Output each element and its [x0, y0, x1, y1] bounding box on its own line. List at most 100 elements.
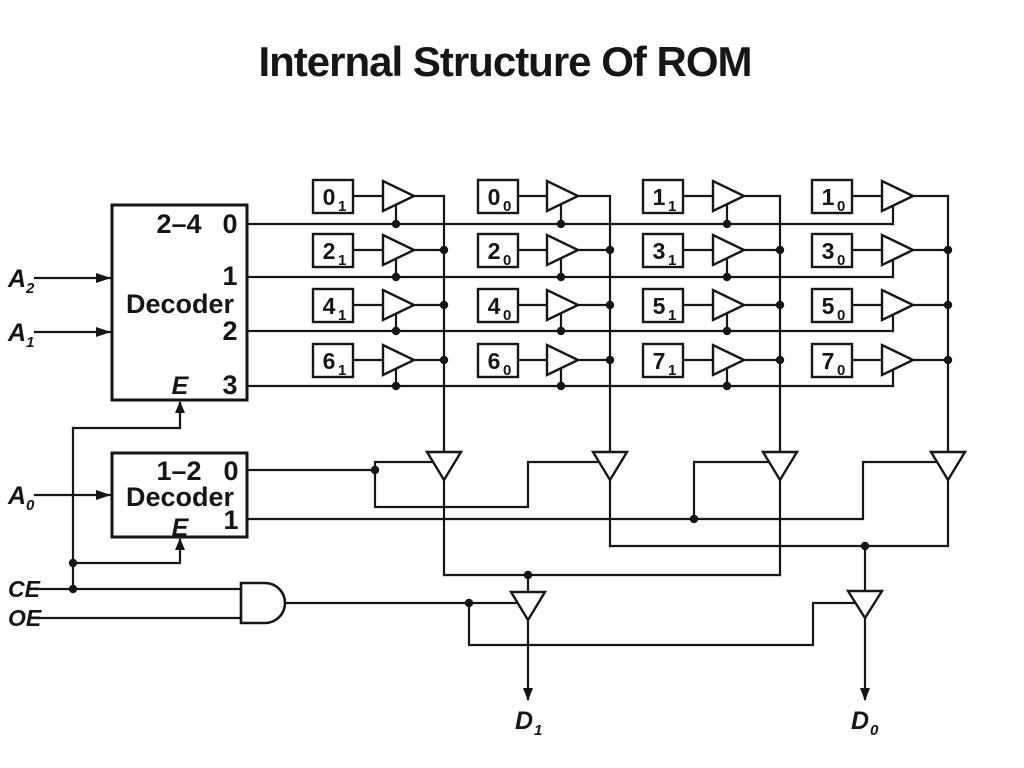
cell-buffer — [545, 233, 581, 267]
cell-buffer — [880, 179, 916, 213]
memory-cell-box — [641, 232, 685, 269]
memory-cell-box — [476, 287, 520, 324]
junction-dot — [556, 219, 566, 229]
cell-label: 1 — [653, 184, 666, 210]
bit-line-2 — [576, 194, 612, 454]
bit-line-3 — [742, 194, 782, 454]
enable24-arrowhead — [175, 401, 185, 413]
junction-dot — [775, 355, 785, 365]
junction-dot — [68, 558, 78, 568]
a2-label: A — [7, 265, 26, 293]
and-gate — [239, 581, 287, 625]
a1-label: A — [7, 319, 26, 347]
junction-dot — [605, 300, 615, 310]
cell-label: 4 — [488, 293, 501, 319]
decoder24-out3-label: 3 — [222, 370, 237, 400]
cell-buffer — [381, 179, 417, 213]
junction-dot — [523, 570, 533, 580]
cell-label-sub: 0 — [503, 252, 511, 269]
d0-label: D — [851, 707, 869, 735]
decoder12-out0-label: 0 — [223, 456, 238, 486]
junction-dot — [775, 300, 785, 310]
cell-buffer — [880, 343, 916, 377]
junction-dot — [689, 514, 699, 524]
junction-dot — [943, 355, 953, 365]
cell-label-sub: 0 — [503, 307, 511, 324]
enable12-arrowhead — [175, 538, 185, 550]
junction-dot — [605, 245, 615, 255]
junction-dot — [391, 326, 401, 336]
decoder12-name-label: Decoder — [126, 482, 235, 512]
and-output-branch — [467, 601, 867, 647]
cell-buffer — [381, 343, 417, 377]
decoder12-size-label: 1–2 — [156, 456, 201, 486]
a0-label: A — [7, 482, 26, 510]
memory-cell-box — [476, 232, 520, 269]
cell-label-sub: 1 — [668, 252, 676, 269]
junction-dot — [68, 584, 78, 594]
junction-dot — [391, 219, 401, 229]
junction-dot — [722, 381, 732, 391]
decoder12-out1-line — [245, 460, 950, 521]
junction-dot — [722, 326, 732, 336]
junction-dot — [391, 381, 401, 391]
cell-label: 0 — [323, 184, 336, 210]
cell-label: 6 — [488, 348, 501, 374]
memory-cell-box — [311, 178, 355, 215]
memory-cell-box — [476, 178, 520, 215]
cell-buffer — [711, 288, 747, 322]
decoder12-out0-to-sel2 — [373, 460, 612, 509]
junction-dot — [860, 541, 870, 551]
junction-dot — [439, 245, 449, 255]
column-select-buffer — [760, 450, 800, 483]
cell-label-sub: 0 — [503, 198, 511, 215]
cell-label: 2 — [488, 238, 501, 264]
junction-dot — [391, 272, 401, 282]
memory-cell-box — [641, 178, 685, 215]
junction-dot — [464, 598, 474, 608]
cell-buffer — [545, 288, 581, 322]
cell-label-sub: 1 — [338, 362, 346, 379]
junction-dot — [439, 355, 449, 365]
memory-cell-box — [311, 232, 355, 269]
d1-arrowhead — [523, 688, 533, 701]
cell-label: 3 — [653, 238, 666, 264]
a1-label-sub: 1 — [26, 334, 34, 351]
decoder24-out2-label: 2 — [222, 316, 237, 346]
cell-label: 3 — [822, 238, 835, 264]
cell-label-sub: 1 — [338, 307, 346, 324]
d0-arrowhead — [860, 688, 870, 701]
cell-buffer — [711, 343, 747, 377]
cell-label-sub: 0 — [837, 362, 845, 379]
cell-label: 1 — [822, 184, 835, 210]
decoder24-size-label: 2–4 — [156, 209, 201, 239]
memory-cell-box — [810, 178, 854, 215]
cell-buffer — [545, 179, 581, 213]
junction-dot — [370, 465, 380, 475]
a1-arrowhead — [96, 327, 111, 337]
memory-cell-box — [810, 287, 854, 324]
oe-label: OE — [8, 605, 42, 631]
bit-line-4 — [911, 194, 950, 454]
cell-label-sub: 1 — [668, 307, 676, 324]
cell-label-sub: 1 — [338, 252, 346, 269]
d1-label: D — [515, 707, 533, 735]
memory-cell-box — [641, 342, 685, 379]
junction-dot — [556, 381, 566, 391]
cell-label: 6 — [323, 348, 336, 374]
cell-label-sub: 1 — [338, 198, 346, 215]
ce-label: CE — [8, 576, 41, 602]
cell-label-sub: 0 — [837, 307, 845, 324]
memory-cell-box — [311, 342, 355, 379]
cell-label-sub: 0 — [837, 198, 845, 215]
decoder12-out1-label: 1 — [223, 505, 238, 535]
junction-dot — [439, 300, 449, 310]
page-title: Internal Structure Of ROM — [258, 38, 752, 85]
d0-label-sub: 0 — [870, 722, 879, 739]
junction-dot — [605, 355, 615, 365]
cell-label: 5 — [653, 293, 666, 319]
junction-dot — [722, 272, 732, 282]
a2-label-sub: 2 — [25, 280, 35, 297]
decoder24-name-label: Decoder — [126, 289, 235, 319]
